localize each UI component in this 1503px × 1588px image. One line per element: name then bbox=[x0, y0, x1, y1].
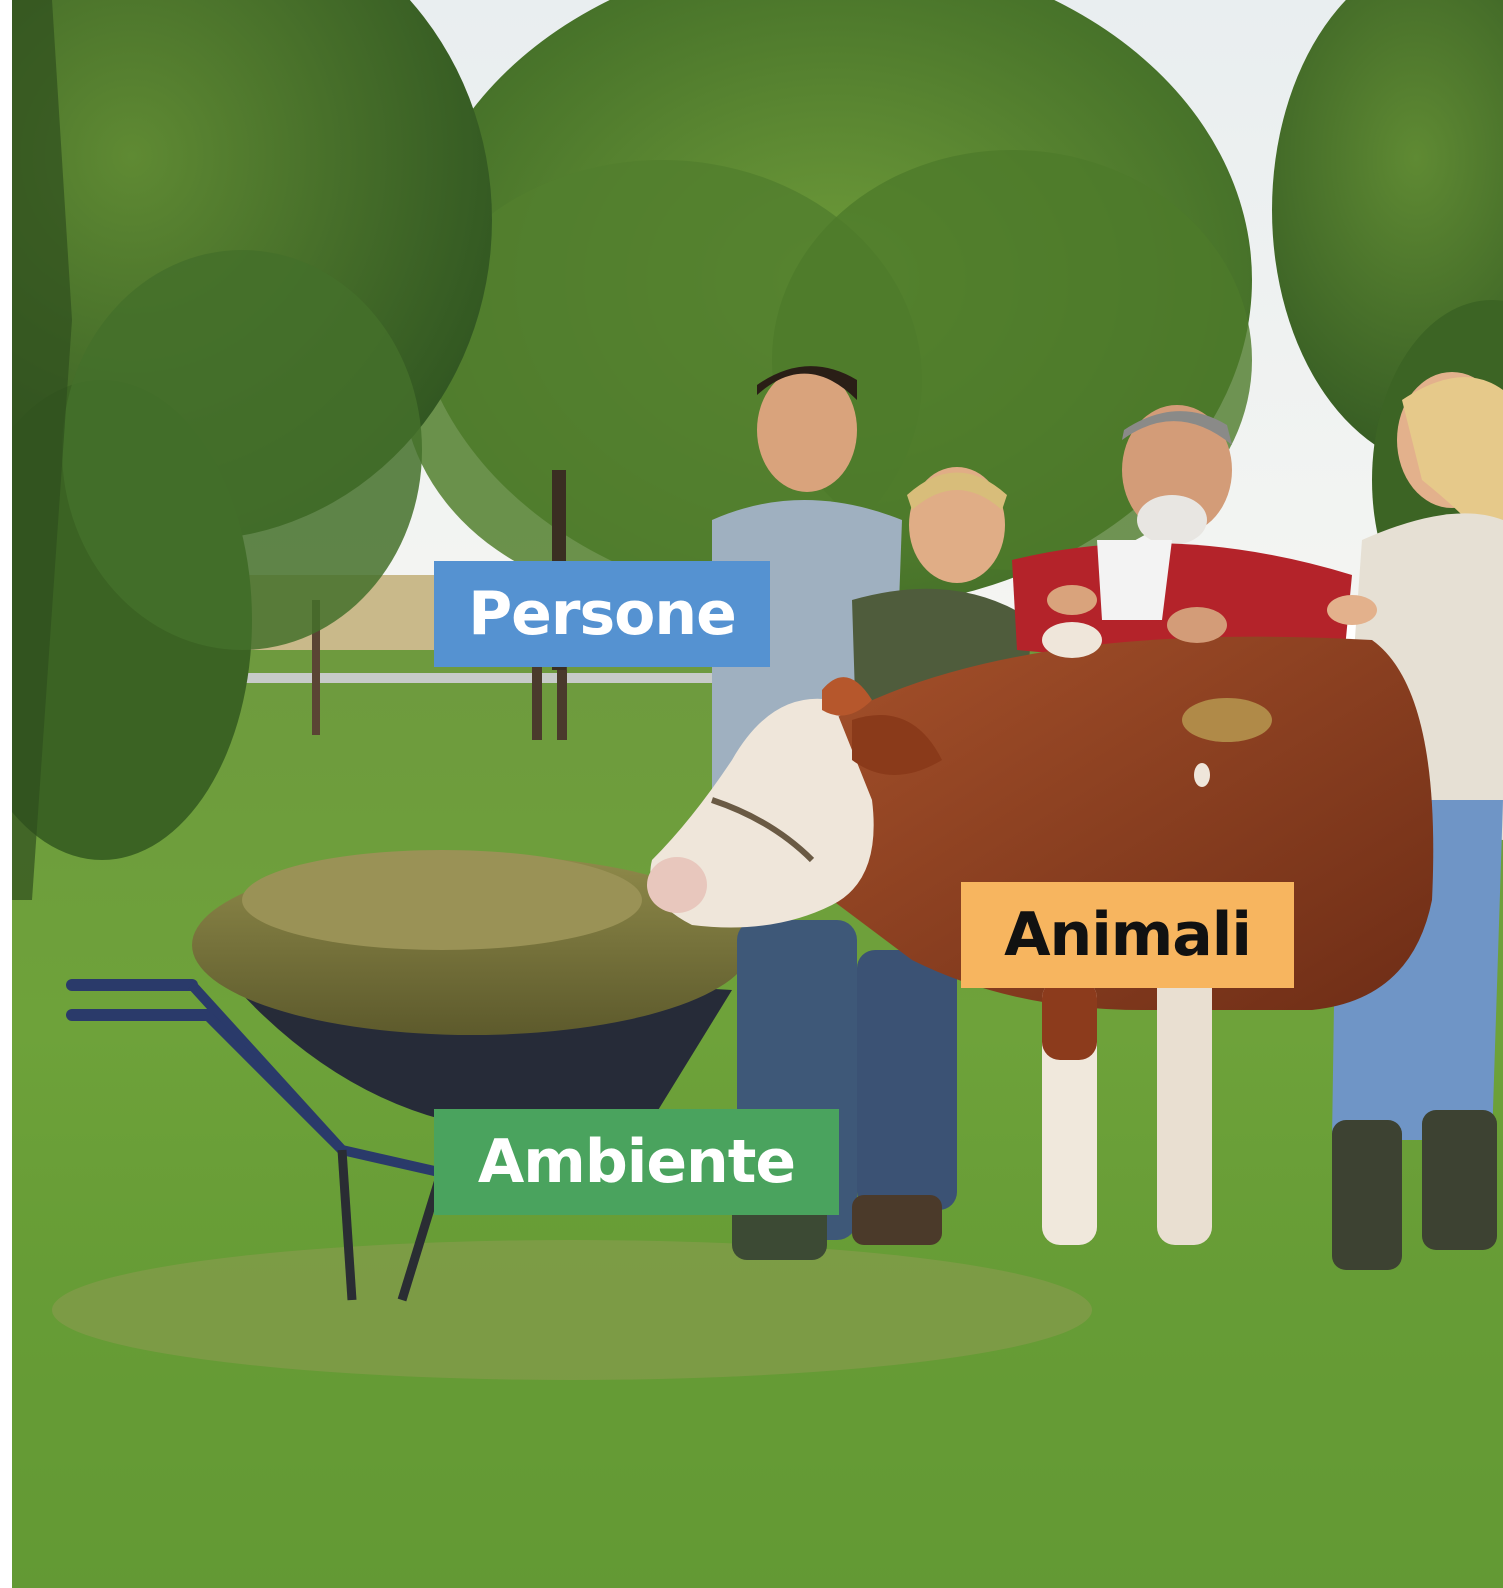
label-people-text: Persone bbox=[468, 579, 737, 649]
label-environment-text: Ambiente bbox=[477, 1127, 796, 1197]
label-animals: Animali bbox=[961, 882, 1294, 988]
farm-family-photo bbox=[12, 0, 1503, 1588]
label-environment: Ambiente bbox=[434, 1109, 839, 1215]
label-people: Persone bbox=[434, 561, 770, 667]
label-animals-text: Animali bbox=[1004, 900, 1252, 970]
